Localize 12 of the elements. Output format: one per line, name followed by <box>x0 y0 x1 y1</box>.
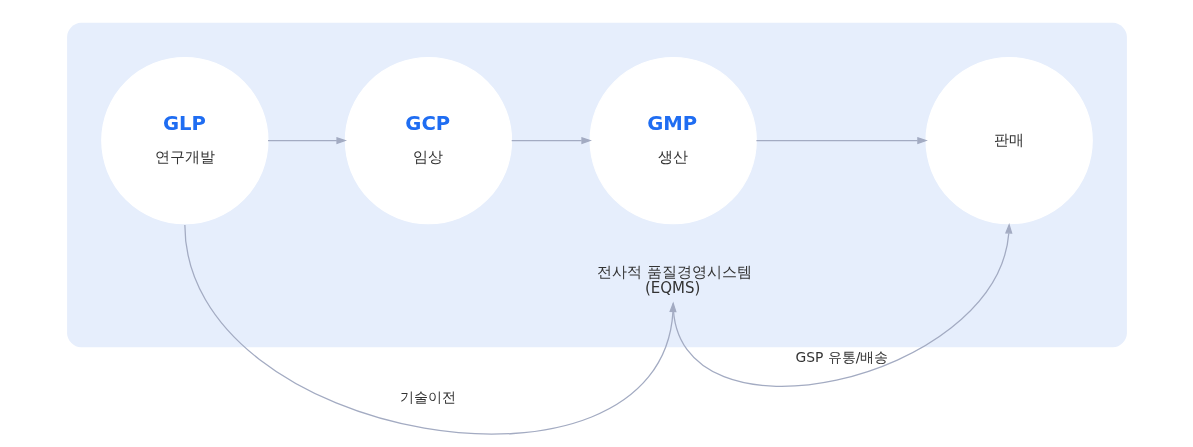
edge-label: 기술이전 <box>399 388 456 405</box>
edge-label: GSP 유통/배송 <box>795 348 888 365</box>
arrow <box>672 222 1012 387</box>
arrow <box>510 136 592 144</box>
node-text: 전사적 품질경영시스템 (EQMS) <box>596 262 752 297</box>
cluster <box>66 22 1127 347</box>
node-circle: GMP 생산 <box>589 56 757 224</box>
arrow <box>266 136 347 144</box>
arrow <box>755 136 928 144</box>
node-circle: GCP 임상 <box>344 56 512 224</box>
node-circle: 판매 <box>924 56 1093 224</box>
node-circle: GLP 연구개발 <box>100 56 269 224</box>
